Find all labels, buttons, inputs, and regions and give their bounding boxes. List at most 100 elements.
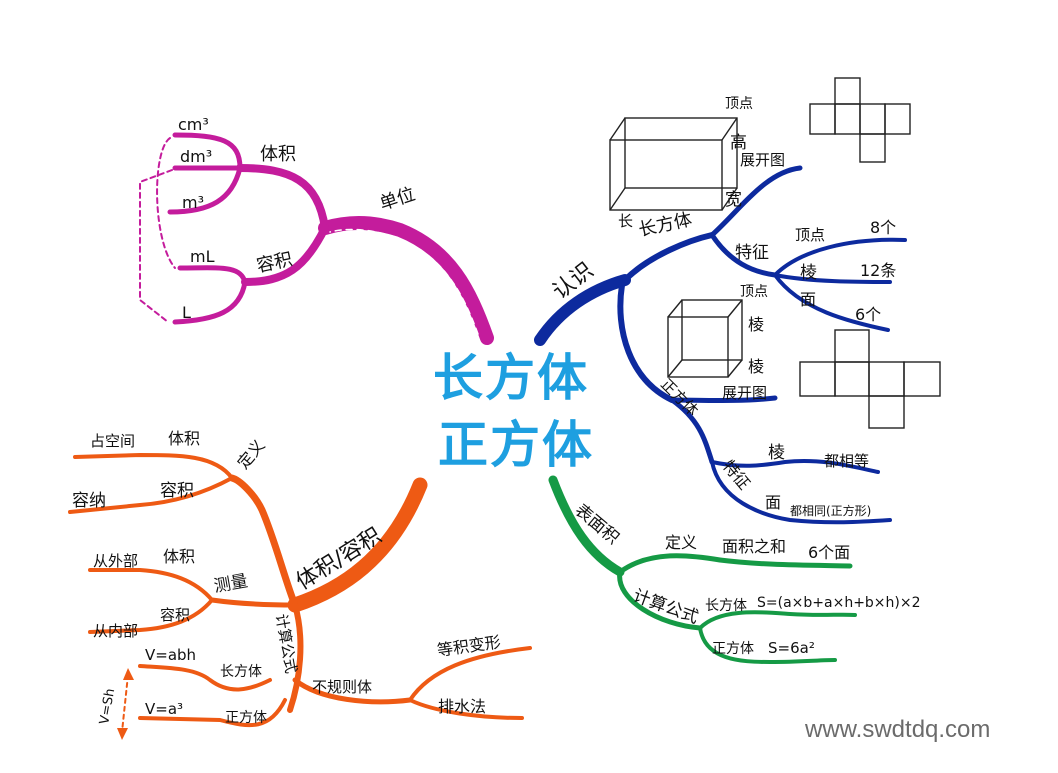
surface-definition-twig: [717, 557, 853, 569]
volume-sh-arrow-down: [117, 728, 128, 740]
cuboid-name: 长方体: [637, 209, 694, 241]
volume-displacement-label: 排水法: [438, 697, 486, 716]
volume-irregular-label: 不规则体: [312, 678, 372, 696]
surface-cuboid-label: 长方体: [705, 598, 747, 614]
units-volume-limb: [236, 164, 329, 232]
unit-cm3: cm³: [178, 115, 209, 134]
cube-faces-desc: 都相同(正方形): [790, 503, 871, 518]
cuboid-faces-label: 面: [800, 290, 816, 309]
recognize-branch: [534, 165, 907, 525]
cuboid-edges-count: 12条: [860, 261, 896, 280]
volume-general-formula: V=Sh: [97, 687, 118, 725]
cuboid-edges-label: 棱: [800, 263, 817, 283]
recognize-trunk: [534, 274, 631, 346]
volume-cube-label: 正方体: [225, 710, 267, 726]
surface-cuboid-twig: [698, 610, 857, 630]
volume-measure-limb: [209, 597, 298, 608]
cuboid-feature-label: 特征: [735, 243, 769, 263]
volume-cube-twig: [138, 698, 287, 728]
cube-edges-twig: [710, 458, 880, 474]
cuboid-net-label: 展开图: [740, 151, 785, 169]
unit-ml: mL: [190, 247, 215, 266]
units-capacity-limb: [241, 224, 329, 286]
volume-occupy-twig: [73, 452, 234, 480]
volume-irregular-limb: [292, 677, 413, 705]
cuboid-net-twig: [709, 165, 803, 238]
cuboid-vertex-label: 顶点: [725, 96, 753, 112]
surface-formula-limb: [617, 569, 703, 631]
cuboid-vertices-label: 顶点: [795, 226, 825, 244]
units-l-twig: [172, 279, 248, 325]
units-volume-label: 体积: [260, 144, 296, 165]
units-branch: [139, 132, 494, 345]
volume-cuboid-formula: V=abh: [145, 646, 196, 664]
surface-trunk: [548, 475, 625, 577]
volume-outside-twig: [88, 568, 214, 602]
recognize-cuboid-limb: [622, 232, 715, 283]
volume-measure-label: 测量: [212, 571, 249, 597]
volume-hold: 容纳: [72, 491, 106, 511]
cuboid-net-figure: [809, 77, 911, 163]
cube-faces-label: 面: [765, 493, 781, 512]
watermark: www.swdtdq.com: [804, 716, 990, 743]
surface-cube-label: 正方体: [712, 641, 754, 657]
cuboid-feature-twig: [709, 232, 778, 278]
units-link-dm3-l: [139, 169, 173, 323]
volume-inside-twig: [88, 598, 214, 634]
volume-inside: 从内部: [93, 622, 138, 640]
volume-outside: 从外部: [93, 552, 138, 570]
volume-formula-limb: [287, 602, 304, 713]
surface-cuboid-formula: S=(a×b+a×h+b×h)×2: [757, 595, 921, 611]
cuboid-faces-twig: [773, 273, 890, 332]
units-link-cm3-ml: [156, 137, 176, 269]
cube-edges-label: 棱: [768, 443, 785, 463]
volume-trunk: [287, 477, 428, 613]
center-title-line1: 长方体: [433, 349, 589, 407]
recognize-cube-limb: [617, 282, 675, 403]
cube-edges-desc: 都相等: [824, 452, 869, 470]
volume-displacement-twig: [408, 698, 524, 720]
unit-m3: m³: [182, 193, 204, 212]
volume-outside-term: 体积: [163, 547, 195, 566]
volume-definition-label: 定义: [234, 436, 269, 473]
units-trunk: [318, 216, 494, 345]
cuboid-vertices-count: 8个: [870, 218, 896, 237]
units-ml-twig: [177, 265, 248, 285]
cube-edge-label-top: 棱: [748, 315, 764, 334]
cube-feature-twig: [669, 397, 715, 465]
cuboid-width-label: 宽: [725, 190, 742, 210]
volume-spine: [228, 474, 299, 609]
cube-figure: [667, 299, 743, 378]
volume-sh-arrow-up: [123, 668, 134, 680]
surface-branch: [548, 475, 857, 665]
volume-hold-twig: [68, 476, 234, 514]
surface-six-faces: 6个面: [808, 543, 850, 562]
cuboid-edges-twig: [773, 273, 892, 284]
volume-branch: [68, 452, 532, 733]
surface-definition-label: 定义: [665, 533, 697, 552]
volume-occupy-term: 体积: [168, 429, 200, 448]
volume-cuboid-label: 长方体: [220, 664, 262, 680]
cuboid-faces-count: 6个: [855, 305, 881, 324]
cuboid-height-label: 高: [730, 133, 747, 153]
surface-definition-limb: [617, 553, 723, 575]
cube-net-twig: [669, 395, 778, 403]
center-title-line2: 正方体: [438, 416, 594, 474]
volume-occupy-space: 占空间: [90, 432, 135, 450]
volume-cuboid-twig: [138, 664, 272, 692]
units-trunk-dash: [329, 228, 479, 335]
surface-definition-desc: 面积之和: [722, 537, 786, 556]
unit-dm3: dm³: [180, 147, 212, 166]
units-root-label: 单位: [377, 184, 418, 215]
volume-hold-term: 容积: [160, 481, 194, 501]
cube-edge-label-bottom: 棱: [748, 357, 764, 376]
unit-l: L: [182, 303, 191, 322]
cube-net-label: 展开图: [722, 384, 767, 402]
volume-equal-twig: [408, 646, 532, 702]
volume-inside-term: 容积: [160, 606, 190, 624]
surface-cube-twig: [698, 626, 837, 665]
cuboid-figure: [609, 117, 738, 211]
volume-cube-formula: V=a³: [145, 700, 183, 718]
units-m3-twig: [167, 165, 243, 215]
